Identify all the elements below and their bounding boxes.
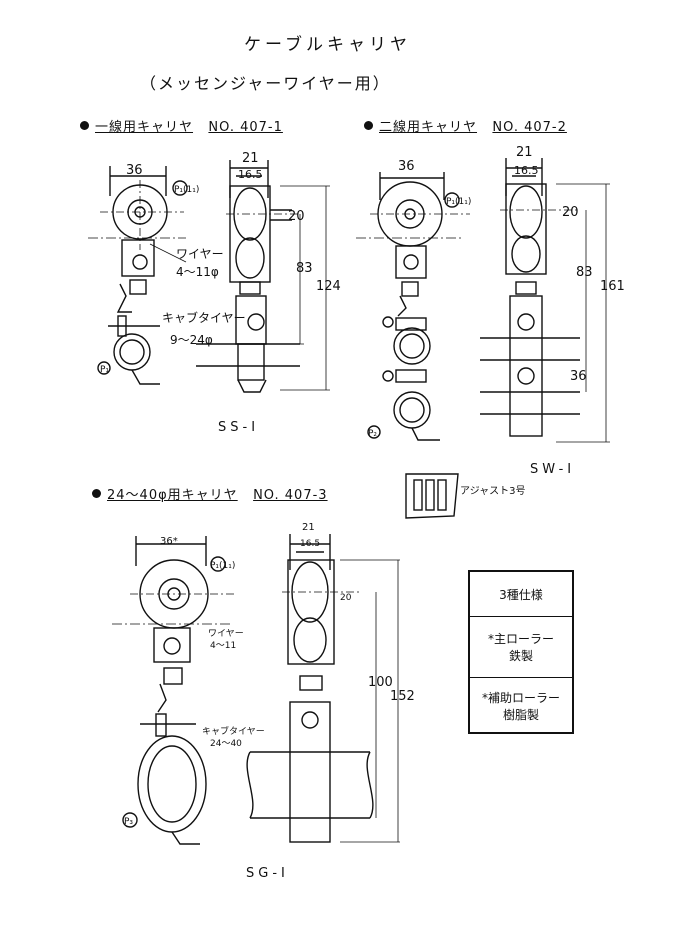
sg-side-view bbox=[246, 534, 400, 843]
spec-aux-roller-label: *補助ローラー bbox=[481, 691, 560, 705]
sg-p3-label: P₃ bbox=[124, 817, 133, 827]
ss-p-label: P₁ bbox=[100, 365, 109, 375]
sw-dim-36: 36 bbox=[570, 369, 587, 384]
section-3-model: NO. 407-3 bbox=[253, 488, 328, 503]
ss-dim-20: 20 bbox=[288, 209, 305, 224]
spec-box: 3種仕様 *主ローラー 鉄製 *補助ローラー 樹脂製 bbox=[468, 570, 574, 734]
ss-tire-range: 9～24φ bbox=[170, 333, 213, 347]
spec-main-roller-material: 鉄製 bbox=[508, 649, 533, 663]
spec-title: 3種仕様 bbox=[470, 572, 572, 617]
section-2-model: NO. 407-2 bbox=[492, 120, 567, 135]
sg-p1-label: P₁(1₁) bbox=[210, 561, 235, 571]
ss-side-view bbox=[196, 160, 330, 393]
ss-front-view bbox=[88, 166, 188, 385]
sw-dim-width-16-5: 16.5 bbox=[514, 164, 539, 177]
sw-side-view bbox=[480, 158, 610, 443]
spec-aux-roller: *補助ローラー 樹脂製 bbox=[470, 678, 572, 734]
adjuster-drawing bbox=[405, 473, 459, 519]
sw-p2-label: P₂ bbox=[368, 429, 377, 439]
sg-dim-100: 100 bbox=[368, 675, 393, 690]
ss-dim-width-36: 36 bbox=[126, 163, 143, 178]
spec-main-roller: *主ローラー 鉄製 bbox=[470, 617, 572, 678]
ss-dim-124: 124 bbox=[316, 279, 341, 294]
sg-front-view bbox=[112, 536, 234, 845]
ss-dim-width-21: 21 bbox=[242, 151, 259, 166]
sg-wire-range: 4～11 bbox=[210, 641, 236, 651]
adjuster-label: アジャスト3号 bbox=[460, 485, 525, 497]
sw-dim-width-36: 36 bbox=[398, 159, 415, 174]
sg-dim-152: 152 bbox=[390, 689, 415, 704]
section-header-2: 二線用キャリヤ NO. 407-2 bbox=[364, 116, 567, 135]
sw-p1-label: P₁(1₁) bbox=[446, 197, 471, 207]
sg-dim-width-36: 36* bbox=[160, 536, 178, 547]
section-1-model: NO. 407-1 bbox=[208, 120, 283, 135]
ss-wire-range: 4～11φ bbox=[176, 265, 219, 279]
sg-wire-label: ワイヤー bbox=[208, 629, 244, 639]
page-subtitle: （メッセンジャーワイヤー用） bbox=[140, 74, 391, 93]
sw-front-view bbox=[356, 172, 470, 441]
sg-tire-label: キャブタイヤー bbox=[202, 725, 265, 737]
section-1-name: 一線用キャリヤ bbox=[95, 120, 194, 135]
sw-dim-width-21: 21 bbox=[516, 145, 533, 160]
sw-dim-83: 83 bbox=[576, 265, 593, 280]
ss-p1-label: P₁(1₁) bbox=[174, 185, 199, 195]
ss-dim-width-16-5: 16.5 bbox=[238, 168, 263, 181]
page-title: ケーブルキャリヤ bbox=[244, 35, 411, 55]
spec-main-roller-label: *主ローラー bbox=[487, 632, 554, 646]
bullet-icon bbox=[92, 489, 101, 498]
caption-sg: SG-I bbox=[246, 866, 289, 881]
section-header-1: 一線用キャリヤ NO. 407-1 bbox=[80, 116, 283, 135]
ss-wire-label: ワイヤー bbox=[176, 247, 224, 261]
section-3-name: 24～40φ用キャリヤ bbox=[107, 488, 238, 503]
spec-aux-roller-material: 樹脂製 bbox=[502, 708, 539, 722]
bullet-icon bbox=[364, 121, 373, 130]
bullet-icon bbox=[80, 121, 89, 130]
sg-dim-20: 20 bbox=[340, 593, 352, 603]
sg-dim-width-16-5: 16.5 bbox=[300, 539, 320, 549]
ss-tire-label: キャブタイヤー bbox=[162, 310, 246, 325]
sw-dim-20: 20 bbox=[562, 205, 579, 220]
ss-dim-83: 83 bbox=[296, 261, 313, 276]
sw-dim-161: 161 bbox=[600, 279, 625, 294]
section-2-name: 二線用キャリヤ bbox=[379, 120, 478, 135]
sg-dim-width-21: 21 bbox=[302, 522, 315, 533]
caption-ss: SS-I bbox=[218, 420, 260, 435]
caption-sw: SW-I bbox=[530, 462, 576, 477]
section-header-3: 24～40φ用キャリヤ NO. 407-3 bbox=[92, 484, 328, 503]
sg-tire-range: 24～40 bbox=[210, 739, 242, 749]
